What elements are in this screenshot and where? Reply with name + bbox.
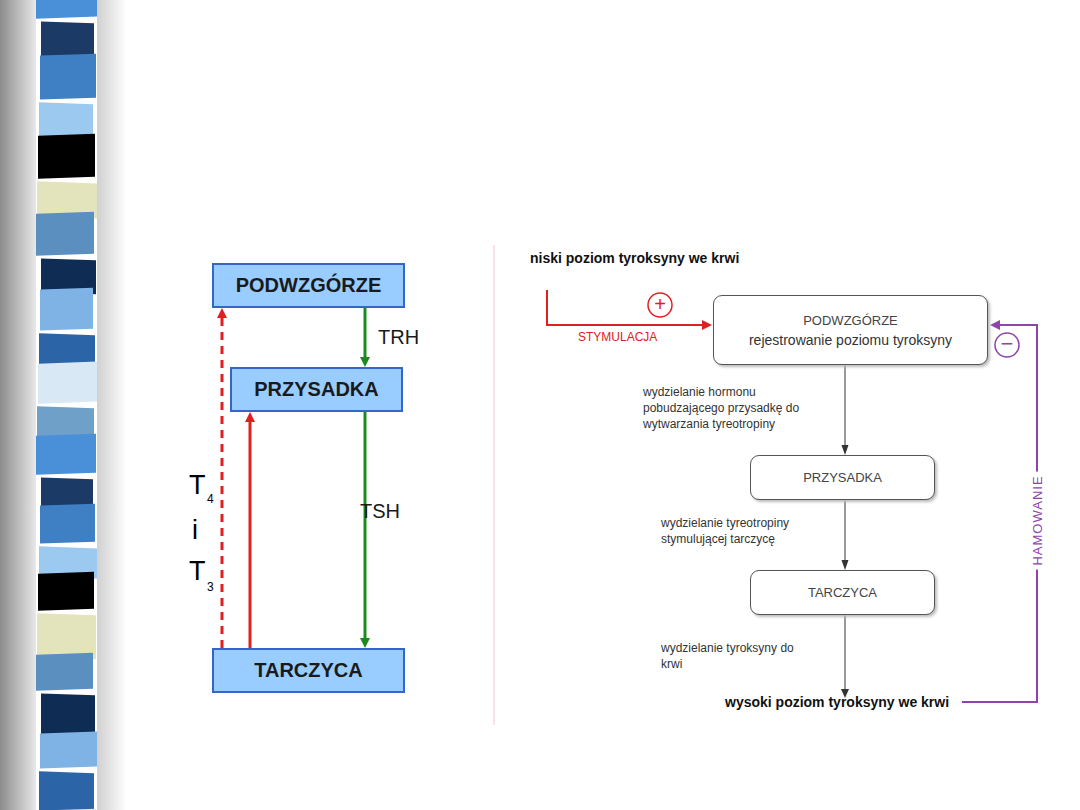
stripe [40, 732, 97, 769]
process-note: wydzielanie tyroksyny do krwi [661, 640, 801, 672]
stripe [38, 362, 97, 404]
arrow-line [845, 615, 846, 692]
node-title: PRZYSADKA [254, 378, 378, 401]
stripe [38, 134, 95, 179]
connector-arrow [360, 308, 370, 367]
stripe [39, 771, 94, 810]
stripe [36, 0, 97, 19]
connector-arrow [842, 500, 849, 570]
stripe [38, 809, 96, 810]
stripe [40, 54, 96, 100]
gland-box: TARCZYCA [212, 648, 405, 693]
conjunction: i [192, 515, 198, 546]
node-title: PRZYSADKA [803, 470, 882, 485]
state-note: niski poziom tyroksyny we krwi [530, 250, 739, 266]
node-title: PODWZGÓRZE [803, 313, 898, 328]
connector-arrow [360, 412, 370, 648]
stripe [37, 613, 96, 659]
minus-circle [995, 333, 1019, 357]
minus-sign: − [1001, 333, 1014, 355]
hormone-symbol: T [189, 470, 206, 501]
process-box: PODWZGÓRZE rejestrowanie poziomu tyroksyn… [713, 295, 988, 365]
arrow-head [990, 320, 1000, 330]
side-shade [0, 0, 36, 810]
node-description: rejestrowanie poziomu tyroksyny [749, 332, 952, 348]
edge-label: TSH [360, 500, 400, 523]
node-title: TARCZYCA [808, 585, 877, 600]
connector-arrow [245, 412, 255, 648]
hormone-symbol: T [189, 556, 206, 587]
side-shade [97, 0, 127, 810]
edge-label: wydzielanie tyreotropiny stymulującej ta… [661, 515, 831, 547]
node-title: PODWZGÓRZE [236, 274, 382, 297]
inhibition-label: HAMOWANIE [1030, 471, 1043, 569]
process-box: PRZYSADKA [750, 455, 935, 500]
plus-sign: + [654, 294, 666, 314]
connector-arrow [217, 308, 227, 648]
stimulation-line [547, 290, 703, 325]
edge-label: wydzielanie hormonu pobudzającego przysa… [643, 384, 833, 433]
stripe [40, 504, 95, 544]
plus-circle [648, 293, 672, 317]
stripe-bar [36, 0, 97, 810]
subscript: 4 [207, 492, 214, 506]
inhibition-line [962, 325, 1037, 702]
stripe [38, 572, 94, 611]
stripe [41, 693, 95, 738]
arrow-head [702, 320, 712, 330]
stripe [36, 212, 94, 256]
gland-box: PRZYSADKA [230, 367, 403, 412]
state-note: wysoki poziom tyroksyny we krwi [725, 694, 949, 710]
connector-arrow [842, 365, 849, 455]
stimulation-label: STYMULACJA [578, 330, 657, 344]
divider-line [494, 245, 495, 725]
edge-label: TRH [378, 326, 419, 349]
stripe [40, 288, 93, 331]
node-title: TARCZYCA [254, 659, 363, 682]
stripe [36, 653, 93, 691]
subscript: 3 [207, 580, 214, 594]
process-box: TARCZYCA [750, 570, 935, 615]
stripe [36, 434, 96, 475]
gland-box: PODWZGÓRZE [212, 263, 405, 308]
